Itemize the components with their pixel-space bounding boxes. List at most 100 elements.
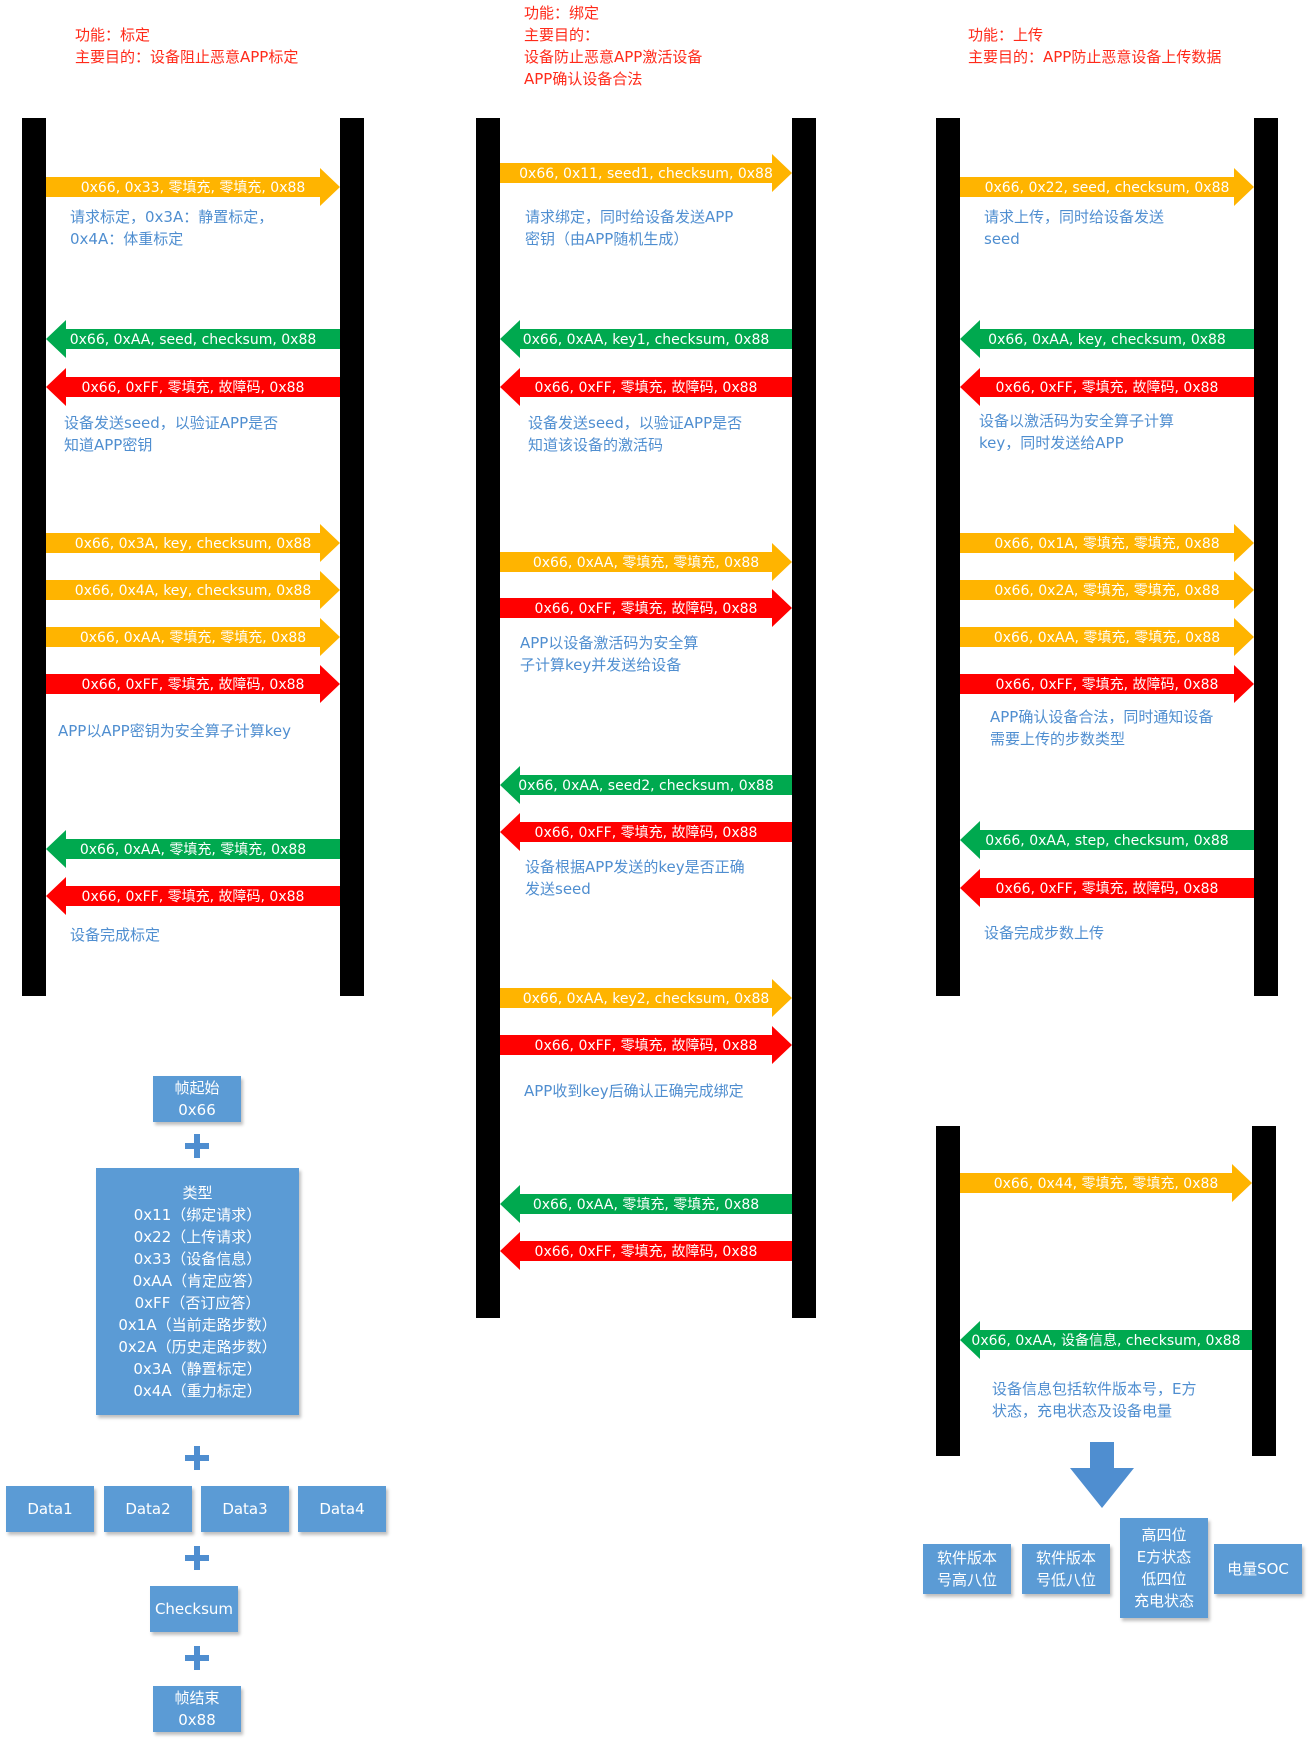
bind-message-arrow: 0x66, 0xAA, key1, checksum, 0x88 [500,320,792,358]
arrow-left-icon [960,368,1254,406]
arrow-left-icon [500,320,792,358]
upload-note-1: 请求上传，同时给设备发送 seed [984,208,1165,248]
device-info-lifeline-right [1252,1126,1276,1456]
device_info-message-arrow: 0x66, 0x44, 零填充, 零填充, 0x88 [960,1164,1252,1202]
calibrate-title: 功能：标定 主要目的：设备阻止恶意APP标定 [75,26,299,66]
calibrate-message-arrow: 0x66, 0xFF, 零填充, 故障码, 0x88 [46,665,340,703]
frame-data2-box: Data2 [104,1486,192,1532]
bind-message-arrow: 0x66, 0x11, seed1, checksum, 0x88 [500,154,792,192]
message-label: 0x66, 0xFF, 零填充, 故障码, 0x88 [996,380,1219,396]
bind-title: 功能：绑定 主要目的： 设备防止恶意APP激活设备 APP确认设备合法 [524,4,703,88]
message-label: 0x66, 0xAA, 零填充, 零填充, 0x88 [994,630,1220,646]
arrow-left-icon [960,320,1254,358]
arrow-right-icon [46,665,340,703]
bind-message-arrow: 0x66, 0xFF, 零填充, 故障码, 0x88 [500,1232,792,1270]
message-label: 0x66, 0xFF, 零填充, 故障码, 0x88 [82,380,305,396]
upload-note-3: APP确认设备合法，同时通知设备 需要上传的步数类型 [990,708,1214,748]
calibrate-note-1: 请求标定，0x3A：静置标定， 0x4A：体重标定 [70,208,274,248]
arrow-right-icon [46,618,340,656]
message-label: 0x66, 0x44, 零填充, 零填充, 0x88 [994,1176,1219,1192]
upload-message-arrow: 0x66, 0xFF, 零填充, 故障码, 0x88 [960,869,1254,907]
message-label: 0x66, 0xAA, 零填充, 零填充, 0x88 [533,1197,759,1213]
bind-lifeline-left [476,118,500,1318]
message-label: 0x66, 0x33, 零填充, 零填充, 0x88 [81,180,306,196]
bind-note-1: 请求绑定，同时给设备发送APP 密钥（由APP随机生成） [525,208,734,248]
message-label: 0x66, 0x3A, key, checksum, 0x88 [75,536,312,552]
arrow-left-icon [46,368,340,406]
bind-message-arrow: 0x66, 0xAA, 零填充, 零填充, 0x88 [500,543,792,581]
arrow-right-icon [960,524,1254,562]
arrow-left-icon [46,877,340,915]
arrow-right-icon [46,571,340,609]
bind-note-2: 设备发送seed，以验证APP是否 知道该设备的激活码 [528,414,743,454]
message-label: 0x66, 0xAA, seed2, checksum, 0x88 [518,778,773,794]
arrow-right-icon [500,1026,792,1064]
message-label: 0x66, 0xFF, 零填充, 故障码, 0x88 [82,889,305,905]
upload-note-4: 设备完成步数上传 [984,924,1105,942]
frame-end-box: 帧结束 0x88 [153,1686,241,1732]
message-label: 0x66, 0xFF, 零填充, 故障码, 0x88 [996,677,1219,693]
message-label: 0x66, 0xAA, key2, checksum, 0x88 [523,991,770,1007]
message-label: 0x66, 0xFF, 零填充, 故障码, 0x88 [82,677,305,693]
bind-message-arrow: 0x66, 0xFF, 零填充, 故障码, 0x88 [500,368,792,406]
arrow-right-icon [960,665,1254,703]
frame-data1-box: Data1 [6,1486,94,1532]
upload-message-arrow: 0x66, 0xAA, key, checksum, 0x88 [960,320,1254,358]
arrow-right-icon [960,571,1254,609]
bind-message-arrow: 0x66, 0xAA, key2, checksum, 0x88 [500,979,792,1017]
upload-message-arrow: 0x66, 0xFF, 零填充, 故障码, 0x88 [960,368,1254,406]
message-label: 0x66, 0x1A, 零填充, 零填充, 0x88 [994,536,1219,552]
arrow-right-icon [500,979,792,1017]
arrow-left-icon [500,766,792,804]
calibrate-lifeline-right [340,118,364,996]
arrow-left-icon [500,368,792,406]
plus-icon [185,1446,209,1470]
arrow-left-icon [500,1232,792,1270]
message-label: 0x66, 0x4A, key, checksum, 0x88 [75,583,312,599]
device-info-lifeline-left [936,1126,960,1456]
field-sw-version-high: 软件版本 号高八位 [923,1544,1011,1594]
field-status: 高四位 E方状态 低四位 充电状态 [1120,1518,1208,1618]
calibrate-message-arrow: 0x66, 0xAA, seed, checksum, 0x88 [46,320,340,358]
upload-message-arrow: 0x66, 0x22, seed, checksum, 0x88 [960,168,1254,206]
arrow-left-icon [46,320,340,358]
calibrate-note-4: 设备完成标定 [70,926,161,944]
bind-message-arrow: 0x66, 0xAA, seed2, checksum, 0x88 [500,766,792,804]
arrow-right-icon [960,168,1254,206]
message-label: 0x66, 0xAA, 零填充, 零填充, 0x88 [80,842,306,858]
message-label: 0x66, 0xFF, 零填充, 故障码, 0x88 [535,601,758,617]
calibrate-message-arrow: 0x66, 0xFF, 零填充, 故障码, 0x88 [46,368,340,406]
calibrate-lifeline-left [22,118,46,996]
bind-note-5: APP收到key后确认正确完成绑定 [524,1082,744,1100]
field-sw-version-low: 软件版本 号低八位 [1022,1544,1110,1594]
arrow-right-icon [960,1164,1252,1202]
bind-note-4: 设备根据APP发送的key是否正确 发送seed [525,858,745,898]
frame-start-box: 帧起始 0x66 [153,1076,241,1122]
calibrate-note-2: 设备发送seed，以验证APP是否 知道APP密钥 [64,414,279,454]
upload-note-2: 设备以激活码为安全算子计算 key，同时发送给APP [979,412,1175,452]
message-label: 0x66, 0x22, seed, checksum, 0x88 [985,180,1230,196]
message-label: 0x66, 0xAA, key, checksum, 0x88 [988,332,1226,348]
arrow-left-icon [960,869,1254,907]
message-label: 0x66, 0xFF, 零填充, 故障码, 0x88 [535,380,758,396]
arrow-right-icon [500,589,792,627]
arrow-right-icon [500,154,792,192]
plus-icon [185,1134,209,1158]
arrow-left-icon [46,830,340,868]
bind-message-arrow: 0x66, 0xAA, 零填充, 零填充, 0x88 [500,1185,792,1223]
calibrate-note-3: APP以APP密钥为安全算子计算key [58,722,291,740]
bind-lifeline-right [792,118,816,1318]
calibrate-message-arrow: 0x66, 0x4A, key, checksum, 0x88 [46,571,340,609]
message-label: 0x66, 0xAA, 零填充, 零填充, 0x88 [533,555,759,571]
plus-icon [185,1646,209,1670]
frame-data3-box: Data3 [201,1486,289,1532]
arrow-left-icon [500,813,792,851]
bind-note-3: APP以设备激活码为安全算 子计算key并发送给设备 [520,634,699,674]
frame-type-box: 类型 0x11（绑定请求） 0x22（上传请求） 0x33（设备信息） 0xAA… [96,1168,299,1415]
upload-title: 功能：上传 主要目的：APP防止恶意设备上传数据 [968,26,1222,66]
message-label: 0x66, 0xFF, 零填充, 故障码, 0x88 [535,825,758,841]
message-label: 0x66, 0xFF, 零填充, 故障码, 0x88 [535,1038,758,1054]
arrow-right-icon [500,543,792,581]
message-label: 0x66, 0xAA, 设备信息, checksum, 0x88 [971,1332,1240,1349]
